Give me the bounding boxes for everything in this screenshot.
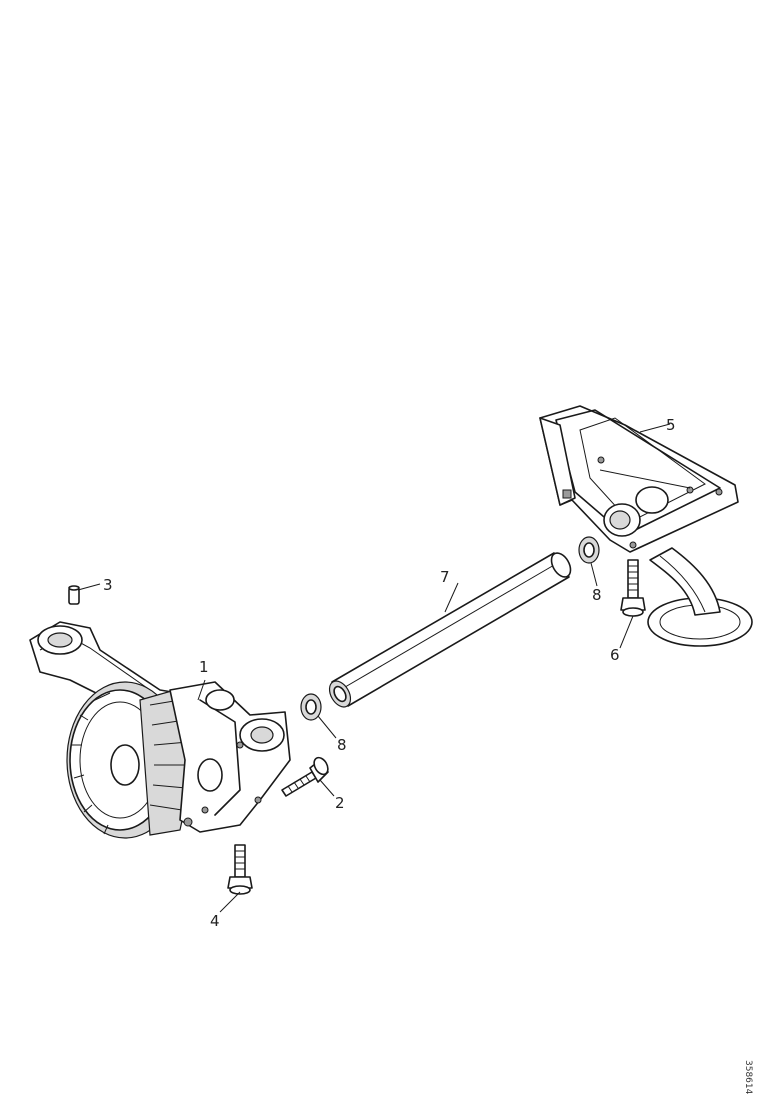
seal-ring-lower (300, 693, 322, 721)
seal-ring-upper (578, 536, 600, 564)
oil-pump-body (29, 621, 291, 839)
callout-8-lower: 8 (337, 736, 347, 754)
oil-pickup-assembly (539, 405, 753, 647)
mounting-bolt (227, 844, 253, 895)
dowel-pin (68, 585, 80, 605)
callout-1: 1 (199, 658, 209, 676)
leader-lines (77, 423, 671, 913)
drawing-code: 358614 (743, 1060, 753, 1095)
transfer-tube (328, 552, 572, 708)
callout-2: 2 (335, 794, 345, 812)
callout-4: 4 (210, 912, 220, 930)
callout-8-upper: 8 (592, 586, 602, 604)
callout-7: 7 (440, 568, 450, 586)
callout-6: 6 (610, 646, 620, 664)
callout-5: 5 (666, 416, 676, 434)
pump-bolt (281, 756, 329, 797)
pickup-bolt (620, 559, 646, 617)
callout-3: 3 (103, 576, 113, 594)
